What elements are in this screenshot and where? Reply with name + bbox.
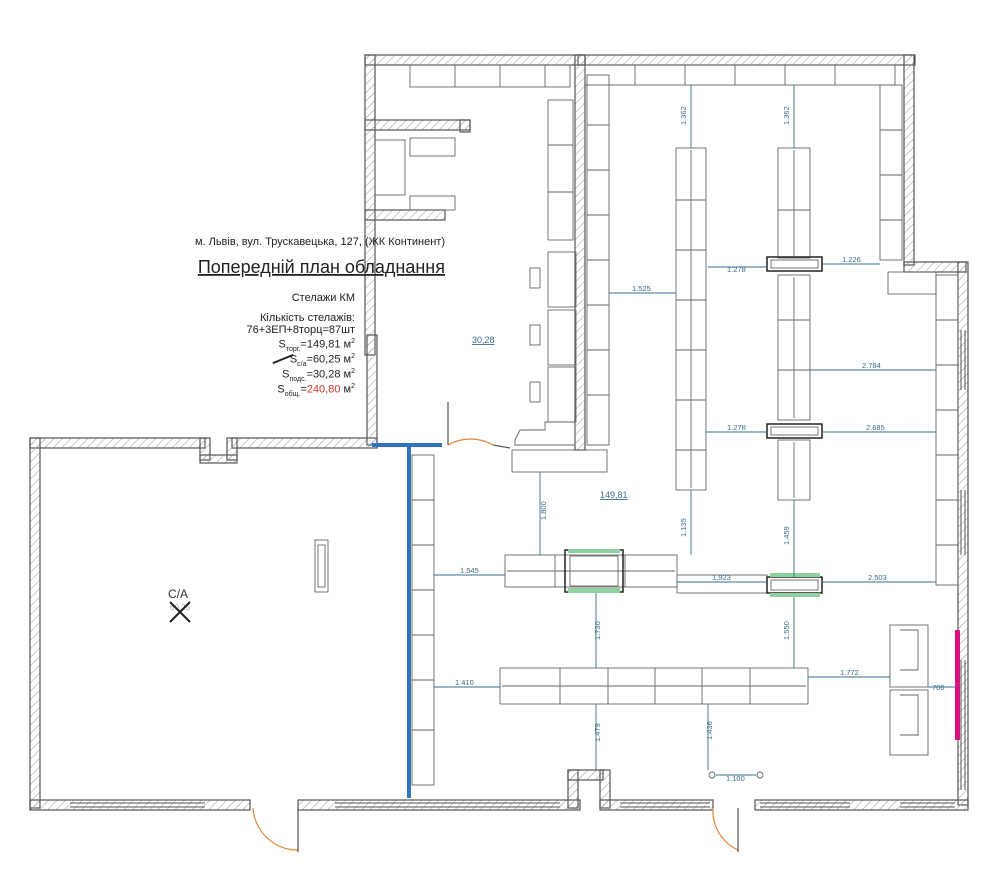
wall-segment [29, 437, 41, 809]
wall-segment [364, 54, 376, 356]
sa-area-label: 60,25 [170, 603, 191, 612]
wall-segment [199, 454, 238, 464]
area-sa: Sс/а=60,25 м2 [246, 353, 355, 368]
dim-label: 1.459 [782, 526, 791, 545]
dim-label: 1.525 [632, 284, 651, 293]
checkout-counter [889, 624, 929, 688]
equipment-notes: Стелажи КМ Кількість стелажів: 76+3ЕП+8т… [246, 292, 355, 397]
promo-bin-highlight [568, 588, 620, 593]
area-total: Sобщ.=240,80 м2 [277, 382, 355, 398]
dim-label: 2.784 [862, 361, 881, 370]
wall-segment [29, 437, 206, 449]
wall-segment [231, 437, 378, 449]
dim-label: 1.545 [460, 566, 479, 575]
address-text: м. Львів, вул. Трускавецька, 127, (ЖК Ко… [195, 236, 445, 248]
rack-count-formula: 76+3ЕП+8торц=87шт [246, 324, 355, 336]
sa-room-label: С/А [168, 587, 188, 601]
gondola [504, 554, 678, 588]
shelf-unit [935, 274, 959, 586]
dim-label: 1.436 [705, 721, 714, 740]
dim-label: 2.503 [868, 573, 887, 582]
end-cap [766, 256, 823, 272]
end-cap [766, 423, 823, 439]
dim-label: 1.550 [782, 621, 791, 640]
wall-segment [754, 799, 969, 811]
wall-segment [29, 799, 251, 811]
dimension-labels-vertical: 1.362 1.362 1.800 1.135 1.459 1.730 1.55… [539, 106, 791, 742]
back-room-furniture [374, 64, 608, 473]
checkout-counter [889, 689, 929, 756]
wall-segment [574, 54, 586, 451]
dim-label: 1.135 [679, 518, 688, 537]
doors [252, 402, 739, 852]
wall-segment [364, 209, 446, 221]
dim-label: 1.278 [727, 423, 746, 432]
dim-label: 1.479 [593, 723, 602, 742]
plan-header: м. Львів, вул. Трускавецька, 127, (ЖК Ко… [195, 236, 445, 277]
racks-label: Стелажи КМ [291, 292, 355, 304]
windows [70, 330, 966, 808]
dim-label: 1.923 [712, 573, 731, 582]
door-arc-entrance [712, 807, 739, 851]
dim-label: 1.772 [840, 668, 859, 677]
partition [372, 443, 442, 798]
wall-segment [459, 119, 471, 133]
wall-segment [567, 769, 604, 781]
dim-label: 1.730 [593, 621, 602, 640]
shelf-unit [411, 454, 435, 786]
dim-label: 1.800 [539, 501, 548, 520]
promo-bin [766, 576, 823, 594]
door-arc-storage [447, 438, 494, 446]
dim-label: 2.685 [866, 423, 885, 432]
room-labels: 30,28 149,81 [472, 335, 628, 500]
wall-segment [364, 119, 471, 131]
wall-segment [364, 54, 586, 66]
wall-segment [903, 261, 967, 273]
wall-segment [599, 799, 714, 811]
dim-label: 1.410 [455, 678, 474, 687]
plan-title: Попередній план обладнання [198, 257, 445, 277]
area-storage: Sподс.=30,28 м2 [282, 367, 355, 383]
door-arc-sa [252, 807, 299, 851]
sales-hall-furniture [314, 64, 959, 786]
shelf-unit [879, 84, 903, 261]
dimension-labels: 1.278 1.226 1.525 2.784 1.278 2.685 1.54… [455, 255, 945, 783]
dim-label: 700 [932, 683, 945, 692]
wall-segment [366, 334, 378, 446]
dim-label: 1.226 [842, 255, 861, 264]
dimension-lines [434, 85, 955, 776]
storage-area-label: 30,28 [472, 335, 495, 345]
wall-segment [903, 54, 915, 266]
sa-label: С/А 60,25 [168, 587, 191, 623]
shelf-unit [584, 64, 896, 86]
dim-label: 1.100 [726, 774, 745, 783]
rack-count-label: Кількість стелажів: [260, 312, 355, 324]
gondola [499, 667, 809, 705]
gondola [777, 274, 811, 421]
dim-label: 1.278 [727, 265, 746, 274]
area-sales: Sторг.=149,81 м2 [278, 338, 356, 353]
dim-label: 1.362 [679, 106, 688, 125]
sales-area-label: 149,81 [600, 490, 628, 500]
walls [29, 54, 969, 811]
wall-segment [297, 799, 581, 811]
accent-strip [955, 630, 960, 740]
dim-label: 1.362 [782, 106, 791, 125]
wall-segment [577, 54, 916, 66]
